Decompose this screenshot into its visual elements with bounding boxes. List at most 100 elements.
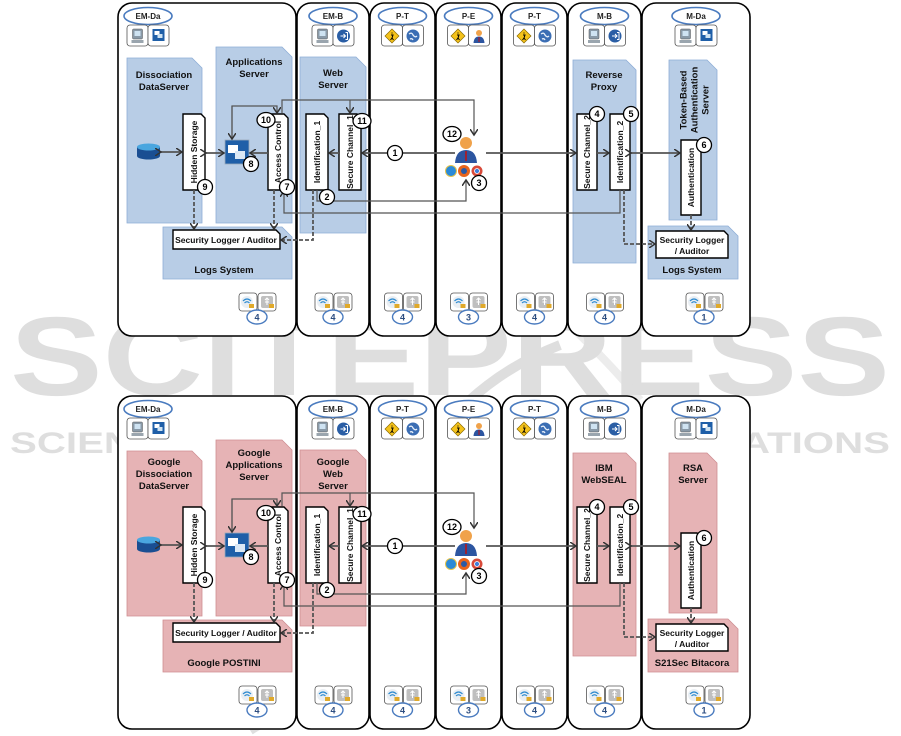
database-window-icon-win2 <box>705 427 711 431</box>
user-head <box>460 530 472 542</box>
lock-body <box>269 304 274 308</box>
pedestrian-sign-icon-diamond <box>516 421 532 437</box>
security-level-badge <box>593 309 616 325</box>
database-window-icon-win2 <box>705 34 711 38</box>
step-badge-10 <box>256 504 276 522</box>
zone-title-line: Dissociation <box>136 469 193 480</box>
step-number-5: 5 <box>628 109 633 119</box>
usb-glyph <box>410 297 415 305</box>
database-window-icon-win2 <box>157 34 163 38</box>
server-icon-base <box>679 40 692 43</box>
database-icon <box>137 143 160 160</box>
lock-body <box>526 304 532 308</box>
wifi-waves <box>454 691 463 697</box>
pedestrian-sign-icon-figure <box>390 425 394 434</box>
step-number-10: 10 <box>261 508 271 518</box>
usb-glyph <box>612 690 617 698</box>
identification-1-component-label: Identification_1 <box>312 514 322 577</box>
workstation-icon-glass <box>319 424 326 429</box>
login-icon <box>337 29 350 43</box>
wifi-lock-icon <box>586 292 605 312</box>
lane-border <box>369 2 436 337</box>
workstation-icon <box>316 28 329 43</box>
zone-title-line: Web <box>323 68 343 79</box>
lane-label-text: EM-B <box>323 405 344 414</box>
hidden-storage-component-label: Hidden Storage <box>189 513 199 576</box>
pedestrian-sign-icon-diamond <box>450 28 466 44</box>
globe-icon <box>406 422 420 436</box>
workstation-icon-glass <box>134 31 141 36</box>
logger-label: Security Logger / Auditor <box>175 235 277 245</box>
workstation-icon <box>316 421 329 436</box>
zone-title-line: Proxy <box>591 82 618 93</box>
step-badge-3 <box>470 174 488 192</box>
login-icon-glyph <box>340 425 348 433</box>
lock-body <box>269 697 274 701</box>
globe-icon-land <box>408 32 418 41</box>
lock-body <box>414 697 420 701</box>
zone-title-line: DataServer <box>139 481 189 492</box>
security-level-value: 3 <box>466 313 471 323</box>
secure-channel-1-component-label: Secure Channel_1 <box>345 508 355 582</box>
step-badge-8 <box>242 548 260 566</box>
security-level-badge <box>693 309 715 325</box>
usb-glyph <box>476 297 481 305</box>
zone-title-line: RSA <box>683 463 703 474</box>
zone-title-line: Server <box>701 85 712 115</box>
flow-proxy-to-access-arrow <box>284 190 621 214</box>
wifi-waves <box>388 691 397 697</box>
globe-icon <box>538 422 552 436</box>
usb-lock-icon <box>704 685 724 705</box>
server-icon-glass <box>591 424 597 429</box>
security-level-badge <box>391 702 414 718</box>
database-window-icon-win1 <box>702 31 708 35</box>
security-level-badge <box>593 702 616 718</box>
lane-label-ellipse <box>671 399 721 419</box>
step-badge-10 <box>256 111 276 129</box>
lane-label-ellipse <box>443 6 494 26</box>
lock-body <box>460 697 466 701</box>
workstation-icon-glass <box>134 424 141 429</box>
security-level-value: 3 <box>466 706 471 716</box>
wifi-lock-icon <box>384 292 403 312</box>
server-icon-base <box>679 433 692 436</box>
step-badge-1 <box>386 144 404 162</box>
wifi-waves <box>520 691 529 697</box>
lane-label-ellipse <box>377 399 428 419</box>
usb-glyph <box>476 690 481 698</box>
lock-body <box>480 304 486 308</box>
chrome-center <box>474 561 480 567</box>
zone-title-line: Server <box>239 69 269 80</box>
db-bottom <box>137 545 160 553</box>
lock-body <box>249 697 254 701</box>
step-number-11: 11 <box>357 509 367 519</box>
security-level-value: 4 <box>254 313 259 323</box>
server-icon <box>679 28 692 43</box>
zone-title-line: Dissociation <box>136 70 193 81</box>
lane-label-ellipse <box>123 399 173 419</box>
security-level-badge <box>246 309 268 325</box>
security-logger-right: Security Logger/ Auditor <box>655 623 729 652</box>
wifi-lock-icon <box>314 685 334 705</box>
authentication-component-label: Authentication <box>686 148 696 208</box>
lane-label-text: M-Da <box>686 405 706 414</box>
wifi-lock-icon <box>384 685 403 705</box>
step-number-8: 8 <box>248 159 253 169</box>
zone-title-line: Applications <box>225 57 282 68</box>
security-level-badge <box>693 702 715 718</box>
lock-body <box>414 304 420 308</box>
server-icon-base <box>588 433 600 436</box>
security-level-badge <box>391 309 414 325</box>
user-head <box>460 137 472 149</box>
firefox-globe <box>461 168 467 174</box>
step-number-9: 9 <box>202 575 207 585</box>
step-badge-8 <box>242 155 260 173</box>
pedestrian-sign-icon-figure <box>522 32 526 41</box>
wifi-lock-icon <box>450 292 469 312</box>
lane-label-ellipse <box>377 6 428 26</box>
zone-title-line: Google <box>148 457 181 468</box>
db-body <box>137 540 160 549</box>
usb-glyph <box>711 690 717 698</box>
lock-body <box>325 304 330 308</box>
step-number-3: 3 <box>476 571 481 581</box>
